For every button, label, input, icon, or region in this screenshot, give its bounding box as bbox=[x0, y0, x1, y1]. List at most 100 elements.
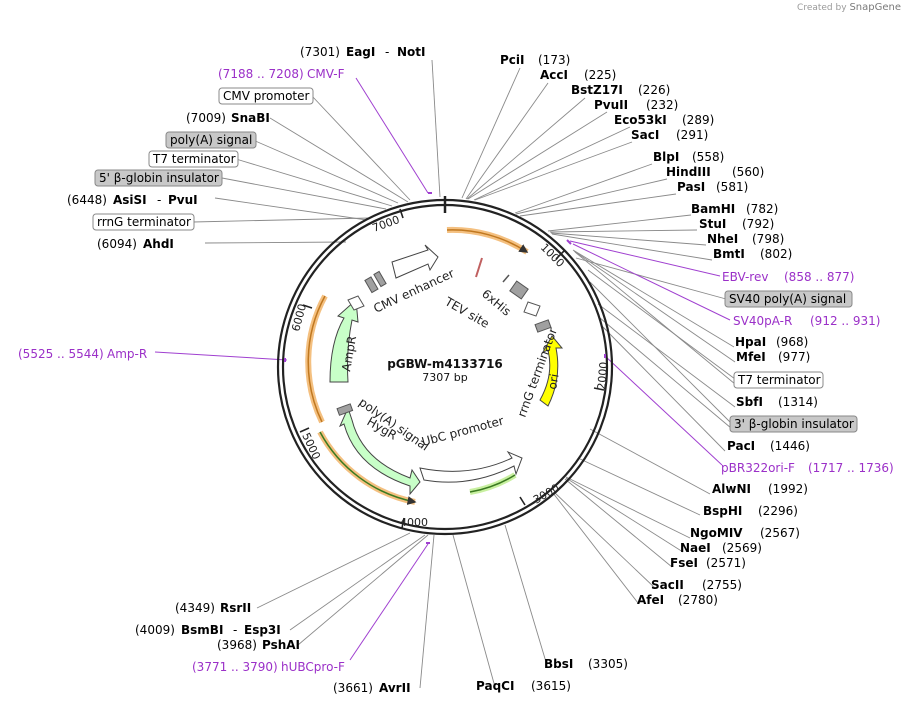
svg-text:CMV-F: CMV-F bbox=[307, 67, 345, 81]
enzyme-label: (3968)PshAI bbox=[217, 638, 300, 652]
primer-label: (5525 .. 5544)Amp-R bbox=[18, 347, 147, 361]
svg-text:BbsI: BbsI bbox=[544, 657, 573, 671]
primer-label: (7188 .. 7208)CMV-F bbox=[218, 67, 345, 81]
svg-text:-: - bbox=[385, 45, 389, 59]
feature-box: rrnG terminator bbox=[92, 213, 195, 231]
enzyme-label: (4349) RsrII bbox=[175, 601, 251, 615]
svg-text:BstZ17I: BstZ17I bbox=[571, 83, 623, 97]
feature-box: SV40 poly(A) signal bbox=[724, 290, 853, 308]
svg-text:PaqCI: PaqCI bbox=[476, 679, 514, 693]
svg-text:(7009): (7009) bbox=[186, 111, 226, 125]
enzyme-label: (4009)BsmBI-Esp3I bbox=[135, 623, 281, 637]
svg-text:NheI: NheI bbox=[707, 232, 738, 246]
globin-insulator-shape bbox=[534, 319, 552, 333]
svg-text:rrnG terminator: rrnG terminator bbox=[97, 215, 191, 229]
svg-text:SacII: SacII bbox=[651, 578, 684, 592]
enzyme-label: PciI(173) bbox=[500, 53, 570, 67]
enzyme-label: BbsI(3305) bbox=[544, 657, 628, 671]
enzyme-label: StuI(792) bbox=[699, 217, 774, 231]
svg-text:pBR322ori-F: pBR322ori-F bbox=[721, 461, 795, 475]
svg-text:(2567): (2567) bbox=[760, 526, 800, 540]
svg-text:(225): (225) bbox=[584, 68, 616, 82]
enzyme-label: AccI (225) bbox=[540, 68, 616, 82]
svg-text:SacI: SacI bbox=[631, 128, 659, 142]
feature-box: CMV promoter bbox=[218, 87, 314, 105]
svg-text:(2755): (2755) bbox=[702, 578, 742, 592]
svg-text:NotI: NotI bbox=[397, 45, 426, 59]
svg-text:FseI: FseI bbox=[670, 556, 698, 570]
primer-label: SV40pA-R(912 .. 931) bbox=[733, 314, 880, 328]
svg-text:AvrII: AvrII bbox=[379, 681, 411, 695]
enzyme-label: BspHI (2296) bbox=[703, 504, 798, 518]
enzyme-label: FseI(2571) bbox=[670, 556, 746, 570]
tick-label-6000: 6000 bbox=[289, 302, 309, 332]
enzyme-label: BamHI(782) bbox=[691, 202, 778, 216]
svg-text:T7 terminator: T7 terminator bbox=[737, 373, 821, 387]
svg-text:(1717 .. 1736): (1717 .. 1736) bbox=[808, 461, 894, 475]
svg-text:(3771 .. 3790): (3771 .. 3790) bbox=[192, 660, 278, 674]
svg-text:RsrII: RsrII bbox=[220, 601, 251, 615]
svg-text:AlwNI: AlwNI bbox=[712, 482, 751, 496]
svg-text:AccI: AccI bbox=[540, 68, 568, 82]
svg-text:SV40 poly(A) signal: SV40 poly(A) signal bbox=[729, 292, 846, 306]
plasmid-length: 7307 bp bbox=[422, 371, 467, 384]
svg-text:3' β-globin insulator: 3' β-globin insulator bbox=[734, 417, 854, 431]
svg-text:CMV promoter: CMV promoter bbox=[223, 89, 310, 103]
enzyme-label: (7301)EagI-NotI bbox=[300, 45, 426, 59]
svg-text:(2296): (2296) bbox=[758, 504, 798, 518]
amp-promoter-shape bbox=[347, 295, 365, 311]
enzyme-label: MfeI(977) bbox=[736, 350, 810, 364]
polyA-box-bottom bbox=[336, 403, 354, 416]
feature-shapes bbox=[329, 244, 564, 496]
hygr-shape bbox=[338, 406, 421, 496]
enzyme-label: SacII (2755) bbox=[651, 578, 742, 592]
enzymes-right: PciI(173) AccI(225) BstZ17I(226) PvuII(2… bbox=[476, 53, 818, 693]
svg-text:(3661): (3661) bbox=[333, 681, 373, 695]
svg-text:StuI: StuI bbox=[699, 217, 726, 231]
svg-text:(1992): (1992) bbox=[768, 482, 808, 496]
snapgene-credit: Created by SnapGene bbox=[797, 2, 901, 13]
svg-text:(6094): (6094) bbox=[97, 237, 137, 251]
svg-text:AfeI: AfeI bbox=[637, 593, 664, 607]
svg-text:T7 terminator: T7 terminator bbox=[152, 152, 236, 166]
svg-text:BspHI: BspHI bbox=[703, 504, 742, 518]
svg-text:(226): (226) bbox=[638, 83, 670, 97]
svg-text:SbfI: SbfI bbox=[736, 395, 763, 409]
enzyme-label: BmtI(802) bbox=[713, 247, 792, 261]
enzyme-label: PvuII(232) bbox=[594, 98, 678, 112]
svg-text:(3968): (3968) bbox=[217, 638, 257, 652]
enzyme-label: AlwNI (1992) bbox=[712, 482, 808, 496]
cmv-enhancer-shape bbox=[391, 244, 439, 279]
primer-labels: (7188 .. 7208)CMV-F EBV-rev(858 .. 877) … bbox=[18, 67, 894, 674]
svg-text:AsiSI: AsiSI bbox=[113, 193, 147, 207]
primer-label: (3771 .. 3790)hUBCpro-F bbox=[192, 660, 345, 674]
label-ori: ori bbox=[545, 373, 561, 391]
enzyme-label: PacI(1446) bbox=[727, 439, 810, 453]
feature-box: 5' β-globin insulator bbox=[94, 169, 223, 187]
enzyme-label: Eco53kI(289) bbox=[614, 113, 714, 127]
enzyme-label: (6094) AhdI bbox=[97, 237, 174, 251]
ring-ticks bbox=[299, 208, 605, 529]
svg-text:Eco53kI: Eco53kI bbox=[614, 113, 667, 127]
snapgene-logo: SnapGene bbox=[849, 2, 901, 13]
enzyme-label: (3661) AvrII bbox=[333, 681, 411, 695]
orf-arcs bbox=[305, 226, 529, 505]
primer-leader-lines bbox=[154, 77, 731, 661]
svg-text:AhdI: AhdI bbox=[143, 237, 174, 251]
svg-text:NgoMIV: NgoMIV bbox=[690, 526, 743, 540]
svg-text:(798): (798) bbox=[752, 232, 784, 246]
svg-text:(4349): (4349) bbox=[175, 601, 215, 615]
enzymes-left: (7301)EagI-NotI (7009)SnaBI (6448)AsiSI-… bbox=[67, 45, 426, 695]
enzyme-label: HindIII(560) bbox=[666, 165, 764, 179]
ubc-promoter-shape bbox=[419, 450, 523, 483]
enzyme-label: SacI(291) bbox=[631, 128, 708, 142]
svg-text:(6448): (6448) bbox=[67, 193, 107, 207]
svg-text:5' β-globin insulator: 5' β-globin insulator bbox=[99, 171, 219, 185]
svg-text:PvuII: PvuII bbox=[594, 98, 628, 112]
svg-text:MfeI: MfeI bbox=[736, 350, 766, 364]
label-ubc-promoter: UbC promoter bbox=[420, 414, 505, 449]
tev-site-mark bbox=[475, 257, 483, 278]
tick-label-3000: 3000 bbox=[531, 481, 562, 506]
leader-lines bbox=[192, 59, 736, 689]
